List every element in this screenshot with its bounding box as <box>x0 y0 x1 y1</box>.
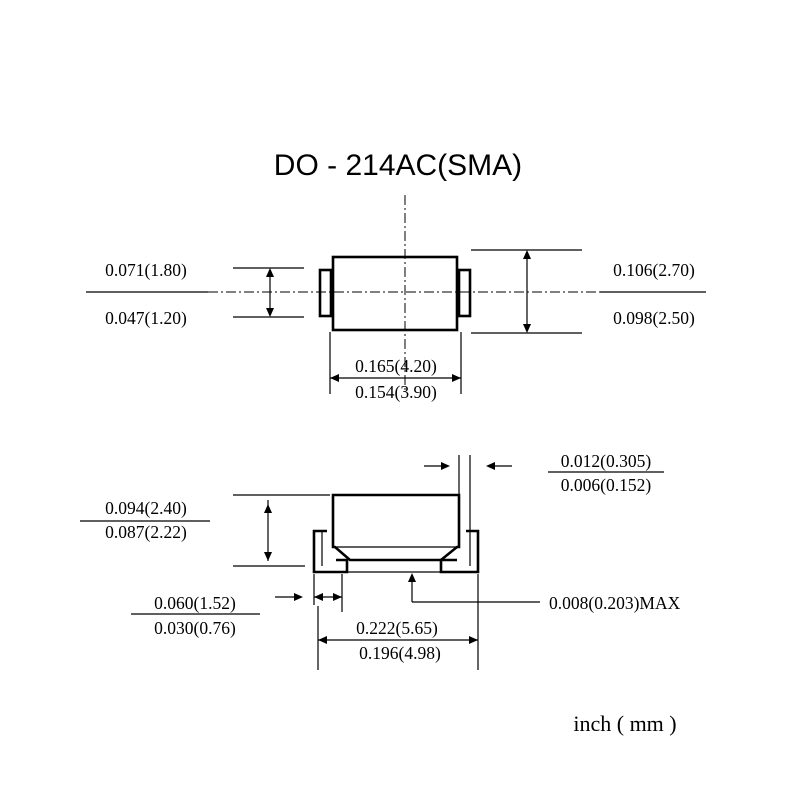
lead-length-min-label: 0.030(0.76) <box>154 618 236 638</box>
overall-length-min-label: 0.196(4.98) <box>359 643 441 663</box>
arrow-right-icon <box>441 462 450 470</box>
height-min-label: 0.047(1.20) <box>105 308 187 328</box>
arrow-up-icon <box>408 573 416 582</box>
width-min-label: 0.098(2.50) <box>613 308 695 328</box>
lead-length-max-label: 0.060(1.52) <box>154 593 236 613</box>
body-length-min-label: 0.154(3.90) <box>355 382 437 402</box>
arrow-left-icon <box>330 374 339 382</box>
arrow-up-icon <box>266 268 274 277</box>
top-view-body <box>331 255 459 332</box>
top-view: 0.071(1.80) 0.047(1.20) 0.106(2.70) 0.09… <box>86 195 706 402</box>
arrow-left-icon <box>318 636 327 644</box>
arrow-up-icon <box>264 504 272 513</box>
arrow-right-icon <box>452 374 461 382</box>
arrow-right-icon <box>333 593 342 601</box>
body-height-max-label: 0.094(2.40) <box>105 498 187 518</box>
height-max-label: 0.071(1.80) <box>105 260 187 280</box>
overall-length-max-label: 0.222(5.65) <box>356 618 438 638</box>
side-view-body <box>331 493 461 562</box>
lead-thickness-min-label: 0.006(0.152) <box>561 475 652 495</box>
package-title: DO - 214AC(SMA) <box>274 149 522 182</box>
arrow-up-icon <box>523 250 531 259</box>
right-lead <box>439 529 480 574</box>
arrow-down-icon <box>523 324 531 333</box>
arrow-down-icon <box>264 552 272 561</box>
right-terminal <box>457 268 472 318</box>
body-height-min-label: 0.087(2.22) <box>105 522 187 542</box>
arrow-left-icon <box>314 593 323 601</box>
left-lead <box>312 529 349 574</box>
body-length-max-label: 0.165(4.20) <box>355 356 437 376</box>
side-view: 0.012(0.305) 0.006(0.152) 0.094(2.40) 0.… <box>80 451 681 670</box>
width-max-label: 0.106(2.70) <box>613 260 695 280</box>
arrow-left-icon <box>486 462 495 470</box>
arrow-right-icon <box>294 593 303 601</box>
arrow-down-icon <box>266 308 274 317</box>
units-note: inch ( mm ) <box>573 711 676 736</box>
arrow-right-icon <box>469 636 478 644</box>
left-terminal <box>318 268 333 318</box>
lead-thickness-max-label: 0.012(0.305) <box>561 451 652 471</box>
standoff-label: 0.008(0.203)MAX <box>549 593 681 613</box>
